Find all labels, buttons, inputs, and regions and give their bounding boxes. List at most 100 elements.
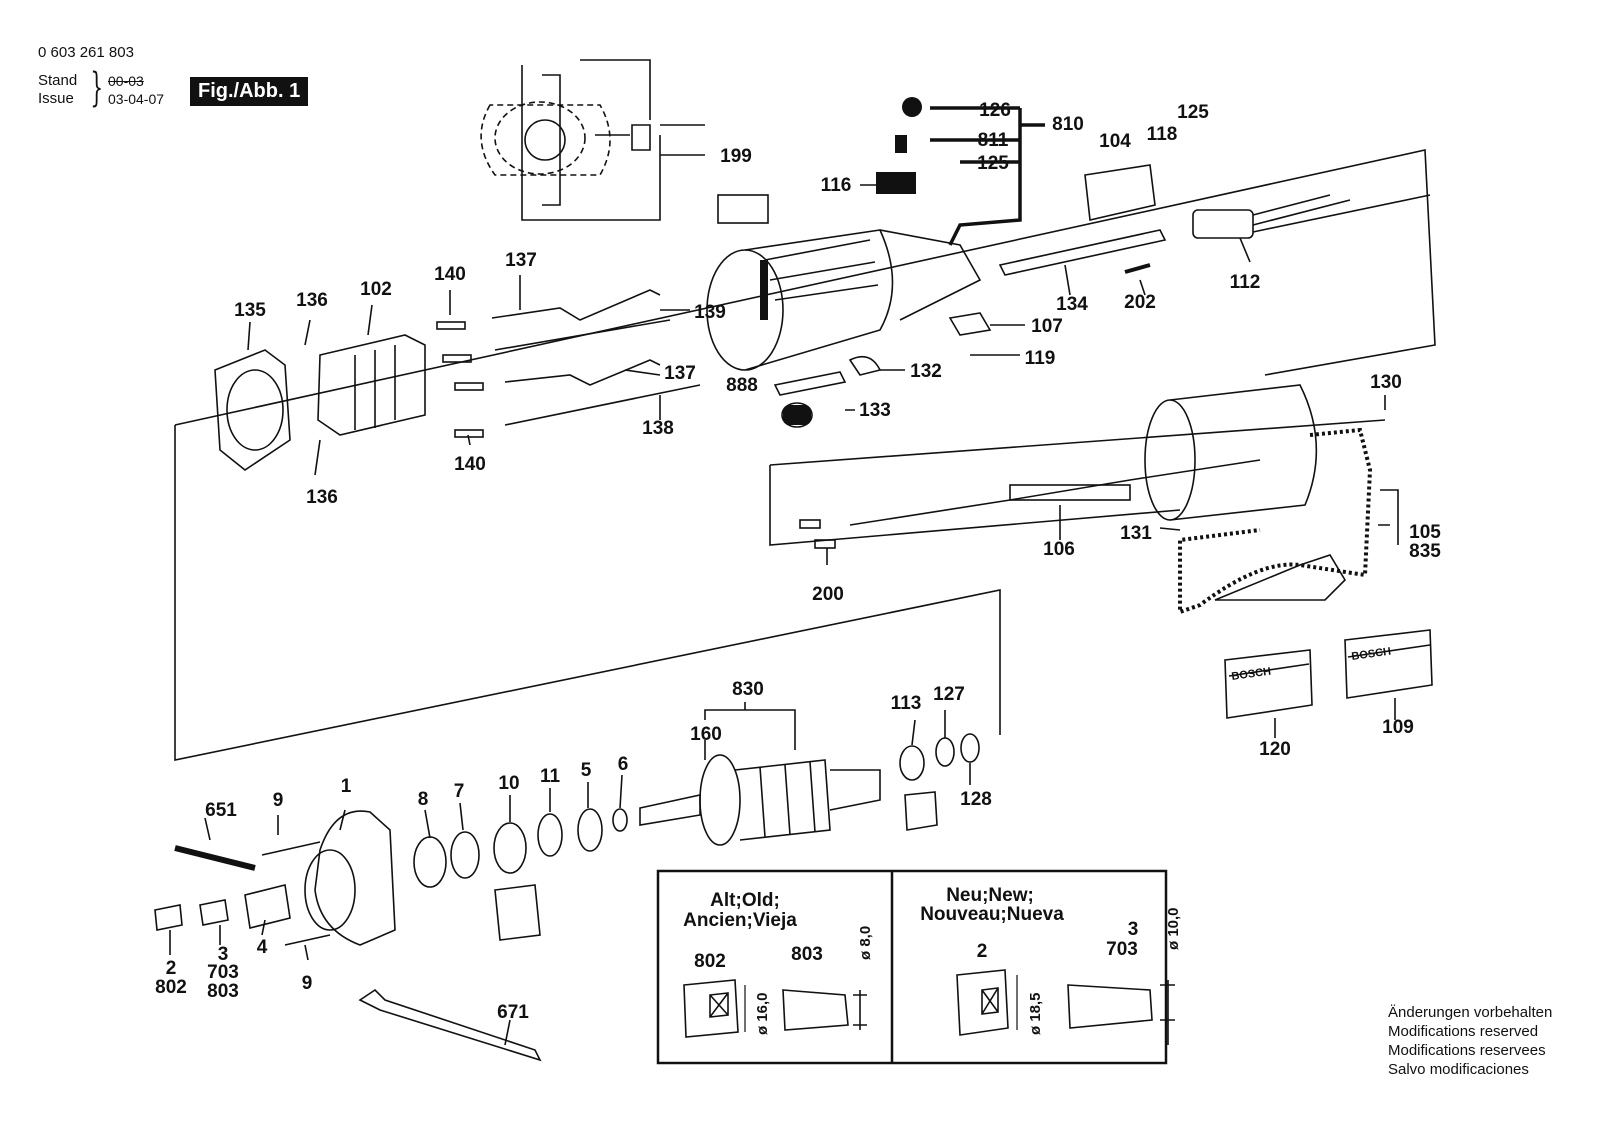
label-card-199 — [717, 194, 769, 224]
inset-new-dim-nut: ø 18,5 — [1027, 992, 1044, 1035]
new-date: 03-04-07 — [108, 91, 165, 107]
wrench-671 — [358, 988, 542, 1062]
notice-fr: Modifications reservees — [1388, 1042, 1546, 1059]
callout-120: 120 — [1259, 739, 1291, 760]
bearing-113 — [899, 745, 925, 781]
callout-113: 113 — [891, 693, 922, 714]
inset-new-dim-collet: ø 10,0 — [1165, 907, 1182, 950]
old-date: 00-03 — [108, 73, 144, 89]
inset-old-nut: 802 — [694, 951, 726, 972]
upper-frame — [174, 149, 1436, 426]
fan-guide — [214, 349, 291, 471]
callout-131: 131 — [1120, 523, 1152, 544]
motor-housing — [706, 229, 982, 371]
ring-7 — [450, 831, 480, 879]
callout-125b: 125 — [1177, 102, 1209, 123]
callout-109: 109 — [1382, 717, 1414, 738]
revision-dates: 00-03 03-04-07 — [108, 72, 164, 108]
bearing-cover-left — [494, 884, 541, 941]
cable-sleeve — [1009, 484, 1131, 501]
switch-cap-116 — [876, 172, 916, 194]
switch-slider — [998, 229, 1167, 276]
callout-104: 104 — [1099, 131, 1131, 152]
screw-9a — [261, 841, 321, 856]
callout-116: 116 — [821, 175, 852, 196]
callout-5: 5 — [581, 760, 592, 781]
brush-holder-107 — [948, 312, 992, 336]
ring-11 — [537, 813, 563, 857]
callout-136b: 136 — [306, 487, 338, 508]
brace-glyph: } — [90, 65, 104, 111]
callout-137b: 137 — [664, 363, 696, 384]
callout-202: 202 — [1124, 292, 1156, 313]
callout-9b: 9 — [302, 973, 313, 994]
field-stator — [317, 334, 426, 436]
inset-old-title-2: Ancien;Vieja — [683, 910, 797, 931]
callout-200: 200 — [812, 584, 844, 605]
end-shield — [304, 810, 396, 946]
callout-160: 160 — [690, 724, 722, 745]
pin-200a — [799, 519, 821, 529]
callout-888: 888 — [726, 375, 758, 396]
collet-3 — [199, 899, 229, 926]
brush-133 — [781, 402, 813, 428]
callout-139: 139 — [694, 302, 726, 323]
bearing-8 — [413, 836, 447, 888]
callout-125: 125 — [977, 153, 1009, 174]
callout-2: 2 — [166, 958, 177, 979]
housing-shell-131 — [1144, 384, 1318, 521]
wiring-schematic — [480, 59, 705, 221]
inset-new-nut: 2 — [977, 941, 988, 962]
callout-803: 803 — [207, 981, 239, 1002]
notice-en: Modifications reserved — [1388, 1023, 1539, 1040]
plate-888 — [773, 371, 847, 396]
ring-6 — [612, 808, 628, 832]
callout-132: 132 — [910, 361, 942, 382]
plug — [1214, 554, 1347, 601]
callout-811: 811 — [978, 130, 1009, 151]
part-number: 0 603 261 803 — [38, 44, 134, 61]
cord-frame — [769, 419, 1386, 546]
callout-106: 106 — [1043, 539, 1075, 560]
brush-cap-133 — [783, 405, 811, 425]
brush-811 — [895, 135, 907, 153]
callout-3: 3 — [218, 944, 229, 965]
bearing-cover-right — [904, 791, 938, 831]
callout-1: 1 — [341, 776, 352, 797]
armature — [639, 754, 881, 846]
callout-651: 651 — [205, 800, 237, 821]
callout-835: 835 — [1409, 541, 1441, 562]
issue-label: Issue — [38, 90, 74, 107]
pin-200b — [814, 539, 836, 549]
brush-132 — [848, 355, 882, 376]
stand-label: Stand — [38, 72, 78, 89]
switch-112 — [1192, 194, 1431, 239]
pin-651 — [174, 845, 256, 871]
callout-140: 140 — [434, 264, 466, 285]
callout-118: 118 — [1147, 124, 1178, 145]
screw-9b — [284, 934, 331, 946]
label-plate-120 — [1224, 649, 1313, 719]
cable-106 — [849, 459, 1261, 526]
callout-138: 138 — [642, 418, 674, 439]
callout-7: 7 — [454, 781, 465, 802]
callout-703: 703 — [207, 962, 239, 983]
callout-119: 119 — [1025, 348, 1056, 369]
callout-11: 11 — [540, 766, 561, 787]
inset-new-collet-a: 3 — [1128, 919, 1139, 940]
modifications-notice: Änderungen vorbehalten Modifications res… — [1388, 1003, 1560, 1079]
callout-105: 105 — [1409, 522, 1441, 543]
sleeve-4 — [244, 884, 291, 929]
inset-new-title-1: Neu;New; — [946, 885, 1034, 906]
callout-130: 130 — [1370, 372, 1402, 393]
callout-134: 134 — [1056, 294, 1088, 315]
notice-de: Änderungen vorbehalten — [1388, 1004, 1553, 1021]
nut-2 — [154, 904, 183, 931]
callout-133: 133 — [859, 400, 891, 421]
leader-lines — [169, 106, 1399, 1046]
callout-128: 128 — [960, 789, 992, 810]
callout-802: 802 — [155, 977, 187, 998]
callout-135: 135 — [234, 300, 266, 321]
figure-label: Fig./Abb. 1 — [190, 77, 309, 106]
